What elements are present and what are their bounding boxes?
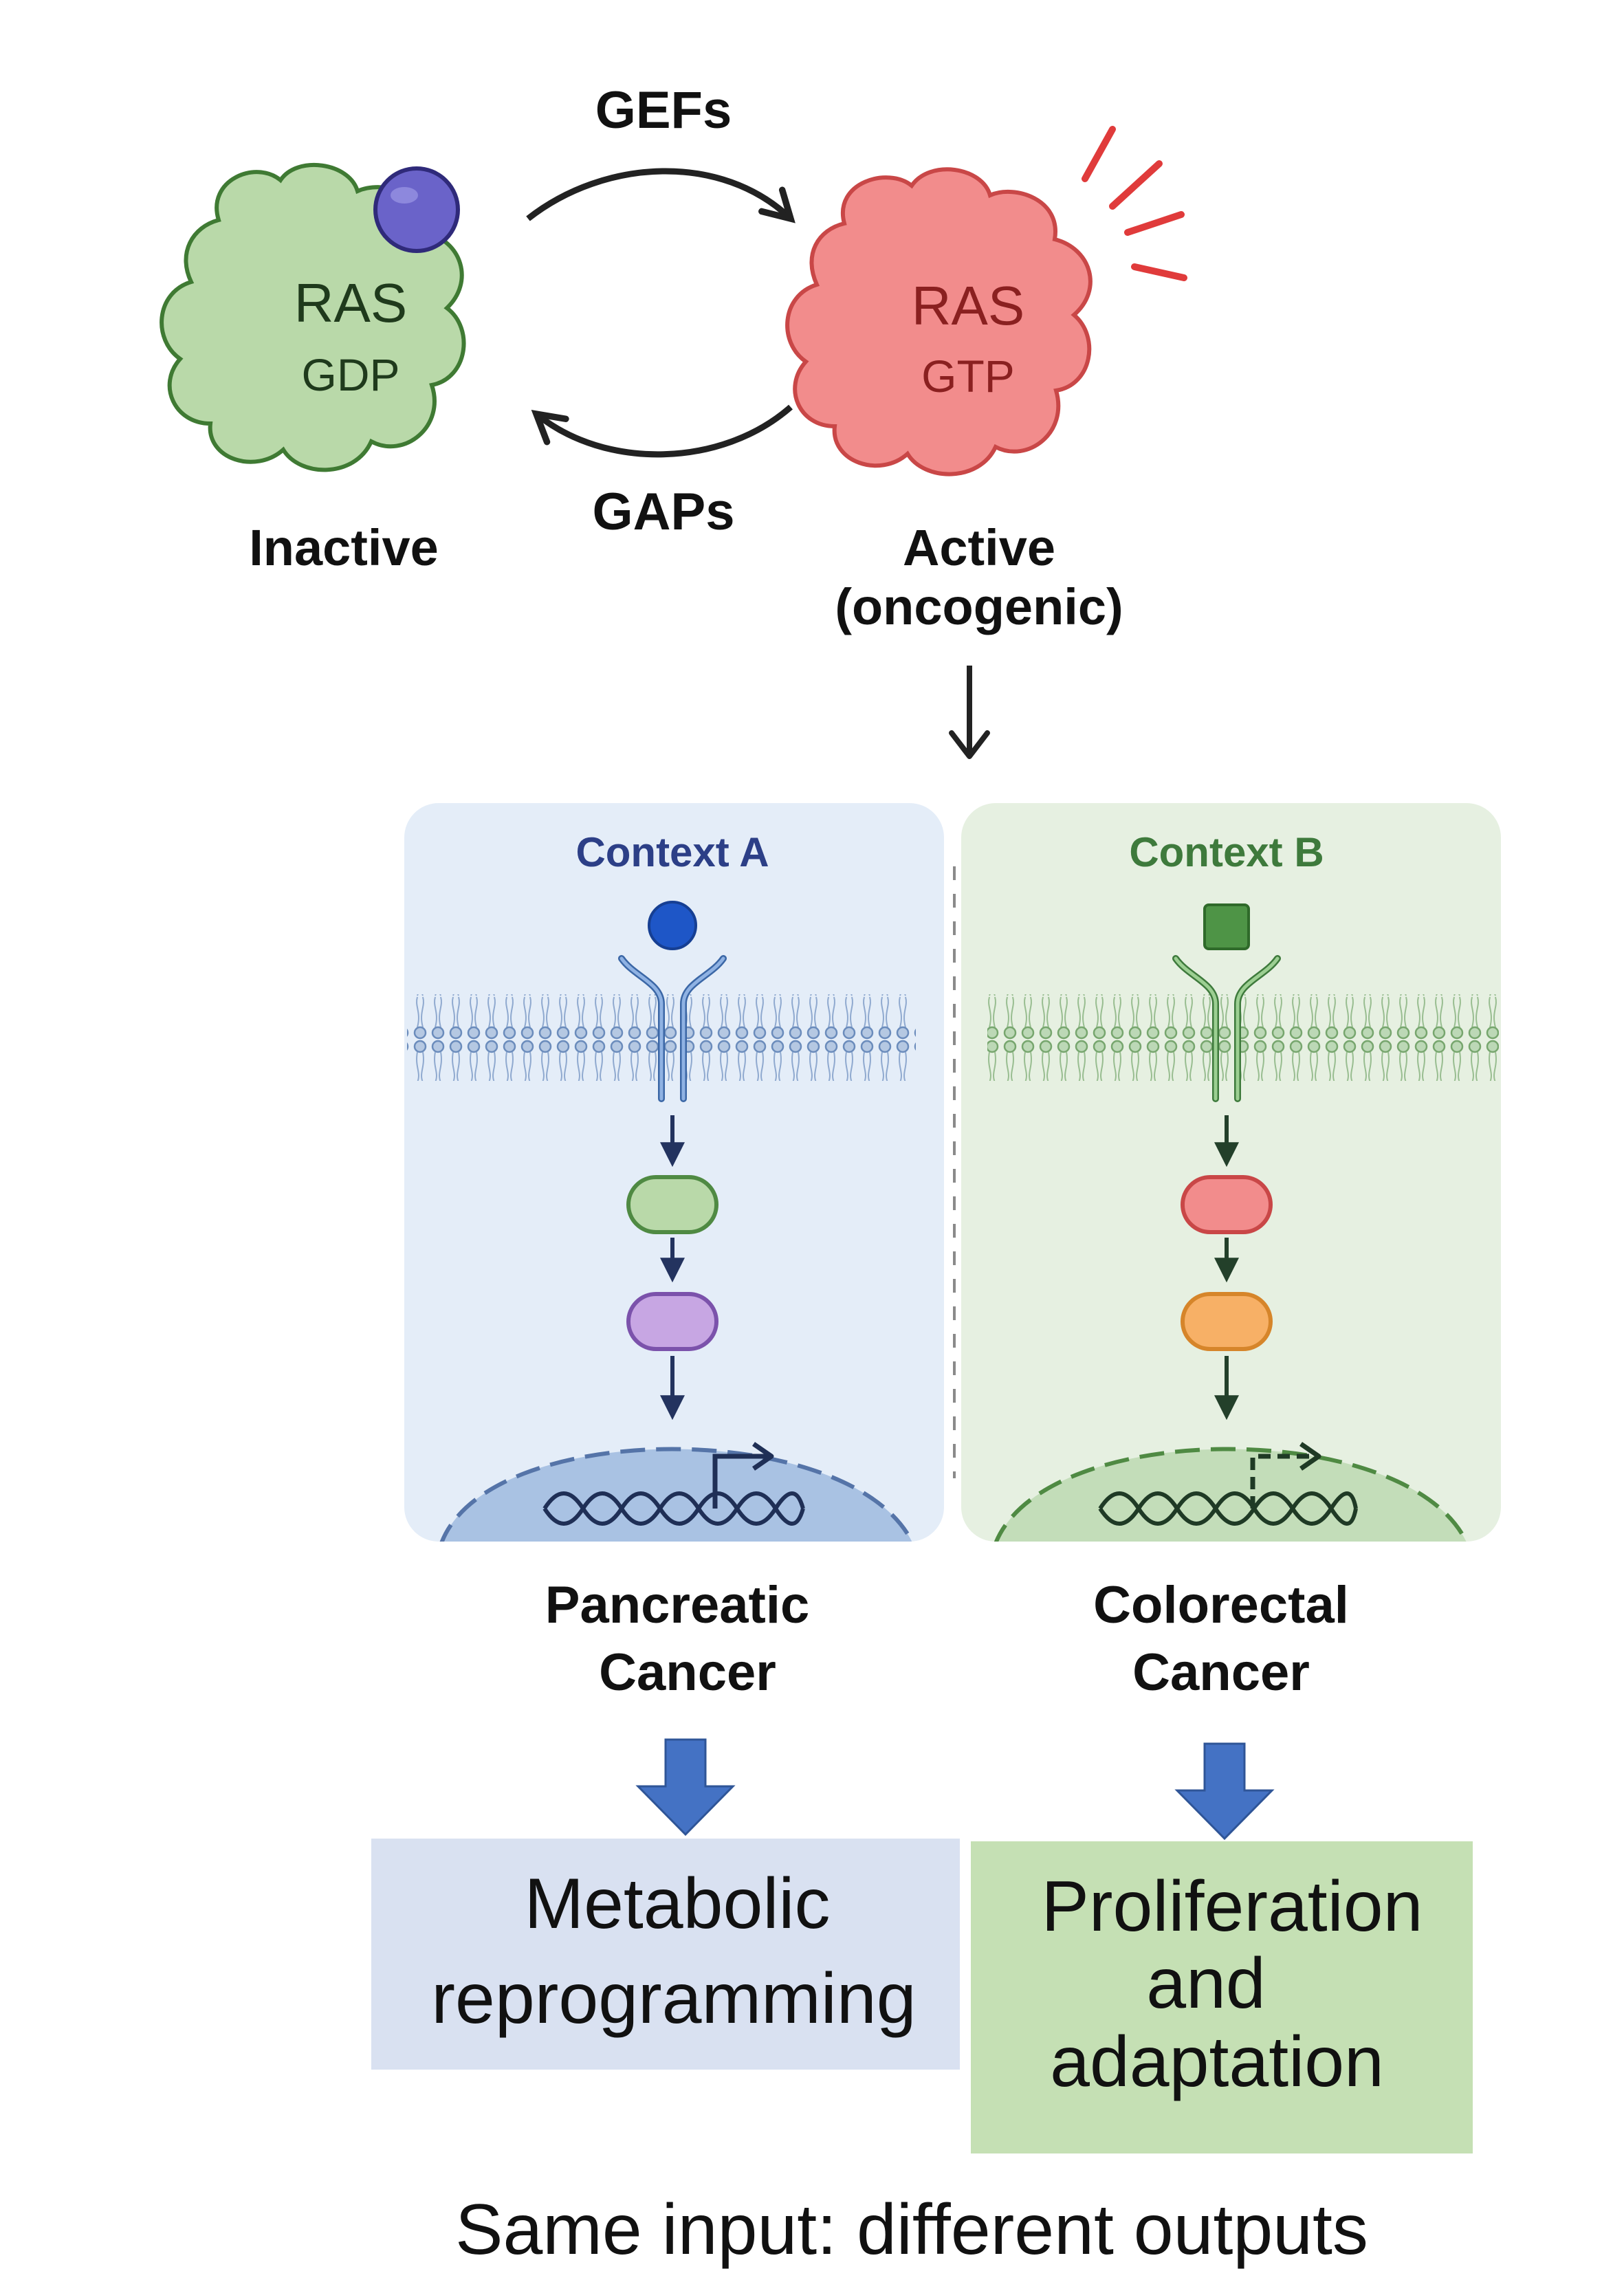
context-a-title: Context A	[575, 829, 769, 875]
gdp-nucleotide-ball	[373, 166, 460, 253]
context-b-cancer-line1: Colorectal	[1093, 1576, 1349, 1634]
context-b-outcome-box	[971, 1841, 1473, 2153]
ras-gtp-blob: RAS GTP	[785, 126, 1187, 476]
context-a-panel: Context A	[404, 803, 944, 1542]
context-a-node-1	[626, 1175, 718, 1234]
inactive-ras-protein-label: RAS	[294, 272, 408, 333]
context-b-title: Context B	[1129, 829, 1324, 875]
activation-burst-lines	[1082, 126, 1187, 281]
gef-arrow	[526, 168, 795, 223]
context-a-outcome-box	[371, 1839, 960, 2070]
context-a-outcome-arrow	[635, 1738, 736, 1837]
active-state-label: Active	[903, 519, 1055, 576]
down-arrow-icon	[949, 730, 990, 759]
context-b-outcome-line3: adaptation	[1050, 2022, 1384, 2102]
context-b-dna-icon	[1098, 1442, 1358, 1526]
context-b-panel: Context B	[961, 803, 1501, 1542]
active-ras-shape	[785, 167, 1093, 476]
inactive-state-label: Inactive	[249, 519, 439, 576]
gefs-label: GEFs	[595, 81, 732, 140]
context-b-node-2	[1181, 1292, 1273, 1351]
context-b-outcome-arrow	[1174, 1742, 1275, 1841]
context-b-outcome-line2: and	[1146, 1944, 1266, 2024]
gap-arrow	[531, 404, 793, 458]
gaps-label: GAPs	[593, 483, 735, 541]
context-a-ligand	[648, 901, 697, 950]
context-b-cancer-line2: Cancer	[1132, 1643, 1310, 1702]
context-a-node-2	[626, 1292, 718, 1351]
context-b-membrane	[987, 994, 1499, 1081]
inactive-ras-nucleotide-label: GDP	[301, 349, 399, 400]
figure-caption: Same input: different outputs	[455, 2190, 1368, 2270]
active-ras-nucleotide-label: GTP	[921, 351, 1015, 402]
context-b-node-1	[1181, 1175, 1273, 1234]
context-b-ligand	[1203, 903, 1250, 950]
context-b-outcome-line1: Proliferation	[1042, 1867, 1423, 1947]
context-a-dna-icon	[542, 1442, 805, 1526]
context-a-outcome-line1: Metabolic	[524, 1864, 830, 1944]
context-a-cancer-line1: Pancreatic	[545, 1576, 809, 1634]
context-a-outcome-line2: reprogramming	[431, 1959, 916, 2039]
context-b-background	[961, 803, 1501, 1542]
ras-gdp-blob: RAS GDP	[160, 163, 466, 472]
context-a-cancer-line2: Cancer	[599, 1643, 776, 1702]
context-a-background	[404, 803, 944, 1542]
active-ras-protein-label: RAS	[912, 275, 1025, 336]
active-state-sublabel: (oncogenic)	[835, 578, 1123, 635]
